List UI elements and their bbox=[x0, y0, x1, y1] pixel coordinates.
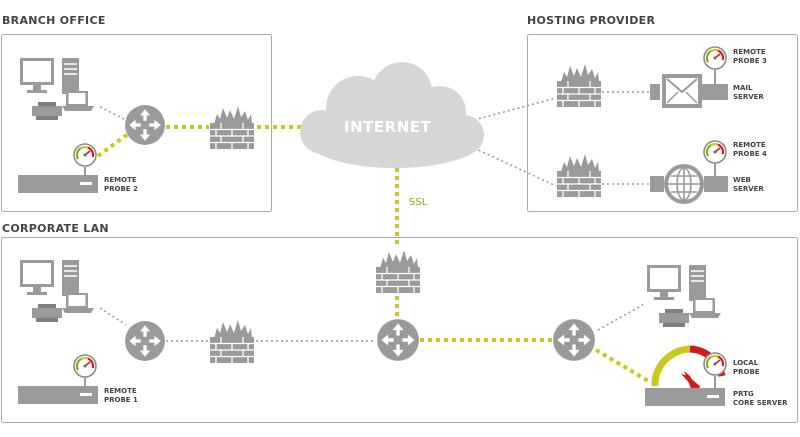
web-server-label: WEB SERVER bbox=[733, 176, 764, 193]
corporate-internal-firewall-icon bbox=[209, 319, 255, 364]
corporate-router-right-icon bbox=[553, 319, 595, 361]
corporate-workstations-left-icon bbox=[19, 259, 95, 323]
remote-probe-3-gauge-icon bbox=[703, 46, 727, 70]
mail-server-icon bbox=[650, 74, 728, 108]
corporate-edge-firewall-icon bbox=[375, 249, 421, 294]
branch-office-title: BRANCH OFFICE bbox=[2, 14, 106, 27]
remote-probe-2-server-icon bbox=[18, 175, 98, 193]
prtg-core-server-icon bbox=[645, 388, 725, 406]
hosting-provider-title: HOSTING PROVIDER bbox=[527, 14, 655, 27]
remote-probe-1-label: REMOTE PROBE 1 bbox=[104, 387, 139, 404]
web-server-icon bbox=[650, 164, 728, 204]
prtg-core-server-label: PRTG CORE SERVER bbox=[733, 390, 788, 407]
branch-office-box bbox=[1, 34, 272, 212]
corporate-workstations-right-icon bbox=[646, 264, 722, 328]
remote-probe-2-label: REMOTE PROBE 2 bbox=[104, 176, 139, 193]
corporate-lan-title: CORPORATE LAN bbox=[2, 222, 109, 235]
remote-probe-4-label: REMOTE PROBE 4 bbox=[733, 141, 768, 158]
corporate-router-left-icon bbox=[125, 321, 165, 361]
mail-firewall-icon bbox=[556, 63, 602, 108]
link-probe2-router bbox=[96, 129, 134, 158]
ssl-label: SSL bbox=[409, 197, 428, 208]
branch-workstations-icon bbox=[19, 57, 95, 121]
web-firewall-icon bbox=[556, 153, 602, 198]
corporate-router-center-icon bbox=[377, 319, 419, 361]
remote-probe-3-label: REMOTE PROBE 3 bbox=[733, 48, 768, 65]
internet-label: INTERNET bbox=[344, 118, 431, 136]
remote-probe-2-gauge-icon bbox=[73, 143, 97, 167]
hosting-provider-box bbox=[527, 34, 798, 212]
internet-cloud: INTERNET bbox=[300, 62, 484, 168]
branch-firewall-icon bbox=[209, 105, 255, 150]
local-probe-label: LOCAL PROBE bbox=[733, 359, 761, 376]
remote-probe-4-gauge-icon bbox=[703, 140, 727, 164]
link-router-local-probe bbox=[594, 348, 652, 384]
local-probe-gauge-icon bbox=[703, 352, 727, 376]
mail-server-label: MAIL SERVER bbox=[733, 84, 764, 101]
branch-router-icon bbox=[125, 105, 165, 145]
remote-probe-1-server-icon bbox=[18, 386, 98, 404]
remote-probe-1-gauge-icon bbox=[73, 354, 97, 378]
corporate-lan-box bbox=[1, 237, 798, 423]
